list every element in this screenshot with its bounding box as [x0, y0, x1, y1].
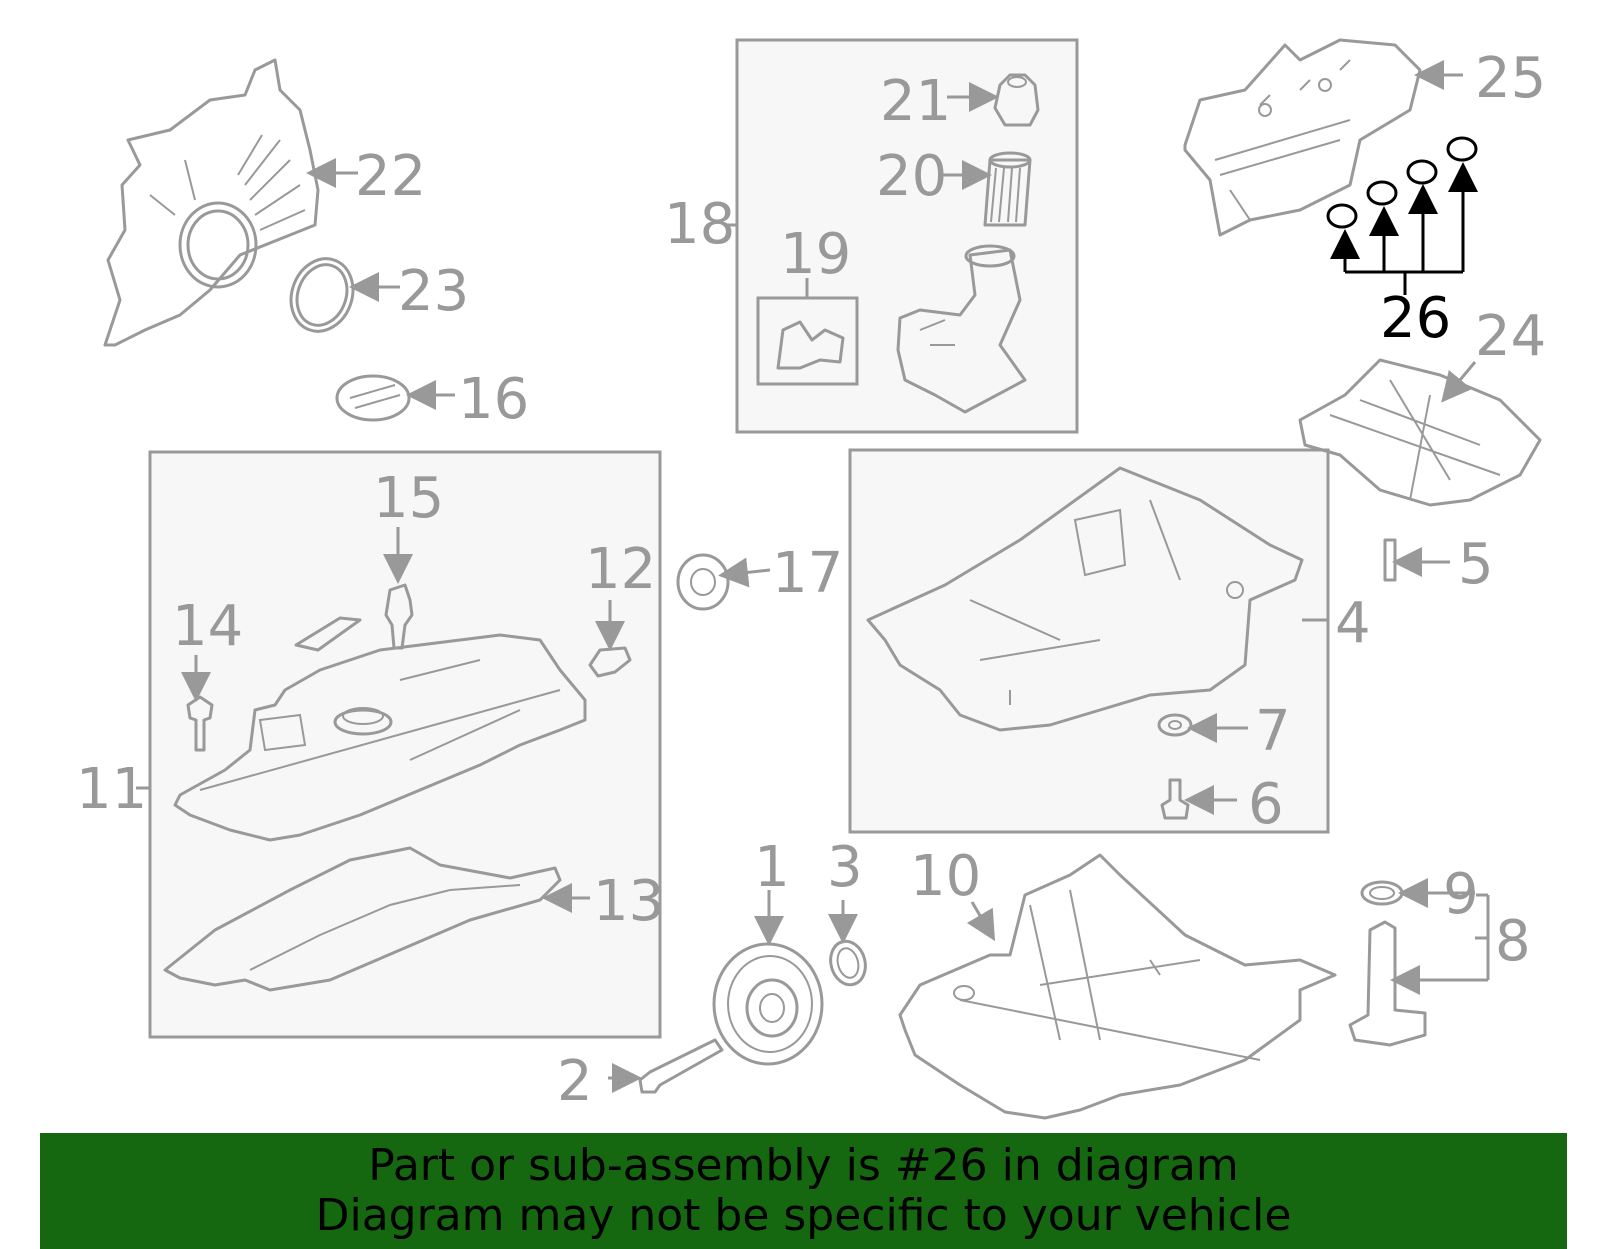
callout-13: 13: [593, 869, 664, 934]
part-5-sensor: [1383, 538, 1397, 582]
callout-22: 22: [355, 144, 426, 209]
callout-5: 5: [1458, 532, 1494, 597]
part-26-o-rings: [1326, 136, 1478, 295]
group-box-19: [756, 296, 859, 386]
callout-12: 12: [585, 537, 656, 602]
leader-lines: [136, 60, 1490, 1093]
group-box-11: [148, 450, 662, 1039]
callout-1: 1: [754, 835, 790, 900]
part-16-cap: [335, 374, 411, 422]
banner-line-2: Diagram may not be specific to your vehi…: [315, 1190, 1292, 1241]
callout-20: 20: [876, 144, 947, 209]
callout-10: 10: [910, 844, 981, 909]
callout-4: 4: [1335, 591, 1371, 656]
callout-3: 3: [827, 835, 863, 900]
callout-2: 2: [557, 1049, 593, 1114]
notice-banner: Part or sub-assembly is #26 in diagram D…: [40, 1133, 1567, 1249]
part-24-oil-pan-plate: [1298, 358, 1542, 507]
banner-line-1: Part or sub-assembly is #26 in diagram: [368, 1140, 1239, 1191]
callout-15: 15: [373, 466, 444, 531]
callout-18: 18: [664, 192, 735, 257]
callout-6: 6: [1248, 772, 1284, 837]
part-gasket-strip: [294, 616, 362, 652]
callout-16: 16: [458, 367, 529, 432]
part-2-bolt: [638, 1038, 724, 1094]
part-15-sensor: [384, 583, 414, 650]
part-10-lower-oil-pan: [898, 853, 1337, 1120]
part-19-gasket: [776, 320, 845, 370]
part-oil-filter-housing: [896, 244, 1027, 414]
callout-17: 17: [772, 541, 843, 606]
part-4-oil-pan: [866, 466, 1304, 732]
callout-9: 9: [1443, 862, 1479, 927]
callout-25: 25: [1475, 46, 1546, 111]
part-11-valve-cover: [173, 633, 587, 842]
part-22-timing-cover: [103, 58, 320, 347]
callout-19: 19: [780, 222, 851, 287]
callout-numbers: 1 2 3 4 5 6 7 8 9 10 11 12 13 14 15 16 1…: [76, 46, 1546, 1114]
part-23-seal: [289, 257, 355, 333]
callout-8: 8: [1495, 909, 1531, 974]
callout-24: 24: [1475, 304, 1546, 369]
callout-21: 21: [880, 69, 951, 134]
callout-26: 26: [1380, 286, 1451, 351]
callout-11: 11: [76, 757, 147, 822]
part-6-drain-plug: [1160, 778, 1190, 820]
part-9-washer: [1360, 880, 1404, 906]
part-20-oil-filter: [983, 151, 1032, 227]
part-8-sensor-housing: [1348, 920, 1427, 1047]
callout-14: 14: [172, 594, 243, 659]
part-17-idler: [676, 553, 730, 611]
callout-7: 7: [1255, 699, 1291, 764]
part-25-intake-manifold: [1183, 38, 1422, 237]
part-3-seal: [829, 939, 867, 987]
callout-23: 23: [398, 259, 469, 324]
part-21-filter-cap: [993, 73, 1040, 127]
part-1-crank-pulley: [712, 942, 824, 1066]
